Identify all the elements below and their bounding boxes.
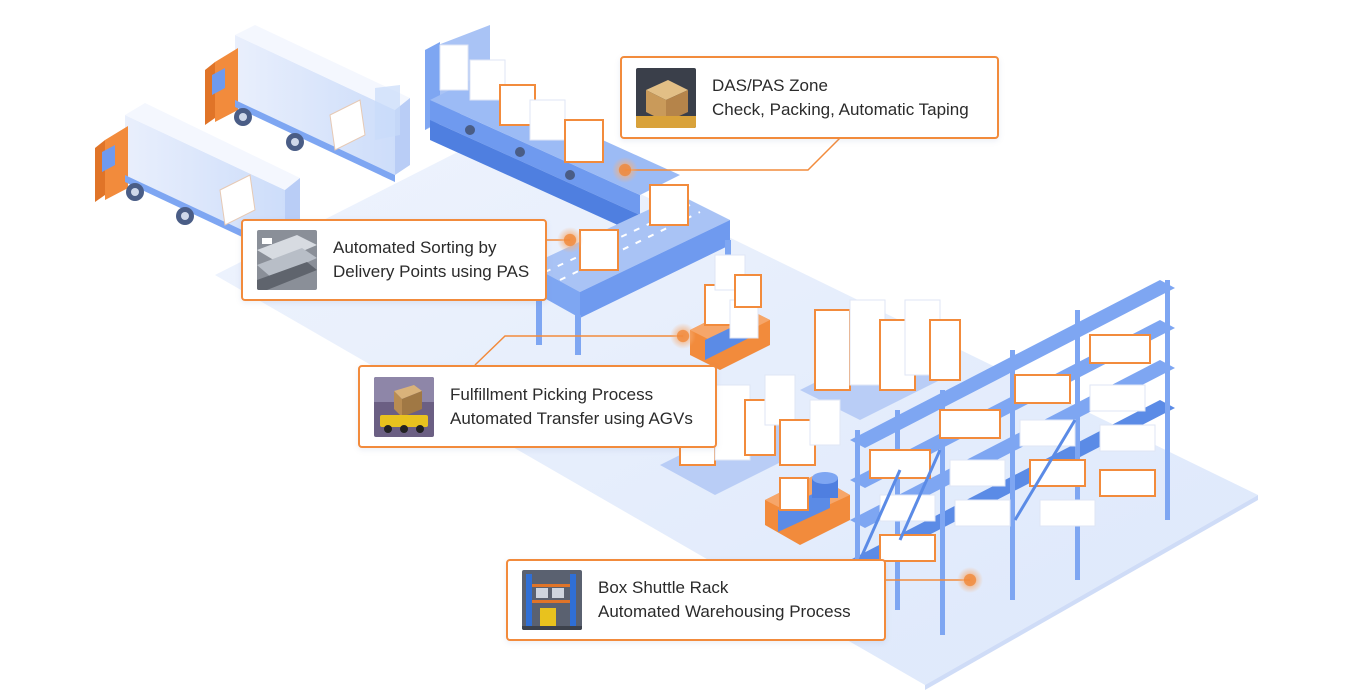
callout-subtitle: Check, Packing, Automatic Taping [712,99,969,119]
agv-robot [765,472,850,545]
callout-das-pas-zone[interactable]: DAS/PAS Zone Check, Packing, Automatic T… [620,56,999,139]
warehouse-rack-photo [522,570,582,630]
hotspot-marker[interactable] [670,323,696,349]
connector-line [625,137,841,171]
callout-title: Fulfillment Picking Process [450,384,654,404]
callout-fulfillment-picking[interactable]: Fulfillment Picking Process Automated Tr… [358,365,717,448]
callout-subtitle: Automated Transfer using AGVs [450,408,693,428]
callout-subtitle: Delivery Points using PAS [333,262,530,281]
warehouse-floor-edge [925,495,1258,690]
callout-title: DAS/PAS Zone [712,75,828,95]
delivery-truck [205,25,410,182]
agv-robot [690,254,770,370]
callout-subtitle: Automated Warehousing Process [598,602,851,621]
sorting-machine-photo [257,230,317,290]
connector-line [474,335,683,366]
callout-title: Automated Sorting by [333,238,497,257]
callout-automated-sorting[interactable]: Automated Sorting by Delivery Points usi… [241,219,547,301]
hotspot-marker[interactable] [612,157,638,183]
box-shuttle-rack [850,280,1175,635]
hotspot-marker[interactable] [557,227,583,253]
callout-title: Box Shuttle Rack [598,578,729,597]
package-box-photo [636,67,696,128]
agv-robot-photo [374,376,434,437]
callout-box-shuttle-rack[interactable]: Box Shuttle Rack Automated Warehousing P… [506,559,886,641]
hotspot-marker[interactable] [957,567,983,593]
